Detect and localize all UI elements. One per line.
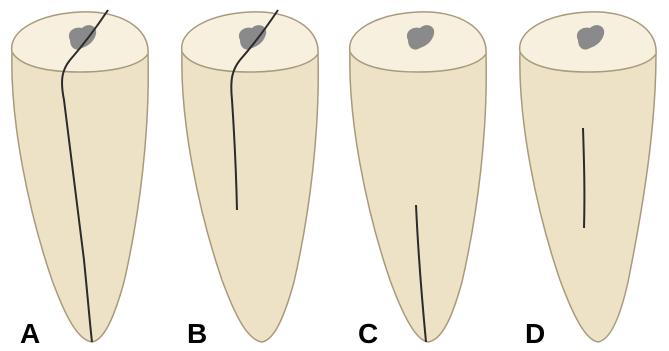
tooth-panel-d [520,12,656,342]
panel-label-d: D [525,318,545,349]
tooth-root-a [12,52,148,342]
tooth-root-d [520,52,656,342]
panel-label-b: B [187,318,207,349]
tooth-root-b [182,52,318,342]
tooth-panel-b [182,10,319,342]
panel-label-a: A [20,318,40,349]
tooth-panel-c [350,12,487,342]
tooth-panel-a [12,10,149,342]
tooth-root-c [350,52,486,342]
panel-label-c: C [358,318,378,349]
